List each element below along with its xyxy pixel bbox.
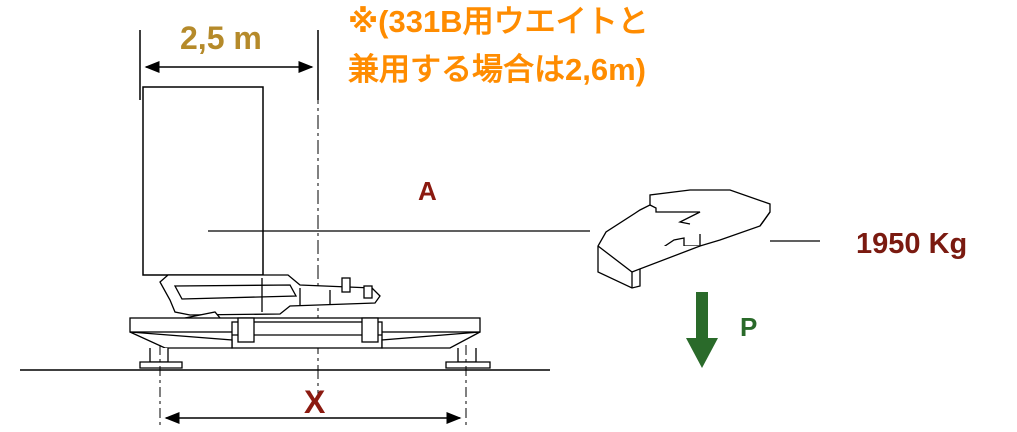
outrigger-frame [129,317,491,369]
arrow-down-icon [686,292,718,368]
counterweight-block [597,189,771,289]
weight-label: 1950 Kg [856,228,968,260]
force-label: P [740,312,758,342]
span-label: X [304,384,326,420]
note-line-1: ※(331B用ウエイトと [348,4,649,39]
crane-body [159,274,381,325]
top-dimension-line [139,30,319,100]
arm-label: A [418,176,437,206]
top-dimension-label: 2,5 m [180,20,262,56]
crane-counterweight-box [142,86,264,276]
note-line-2: 兼用する場合は2,6m) [348,52,646,87]
